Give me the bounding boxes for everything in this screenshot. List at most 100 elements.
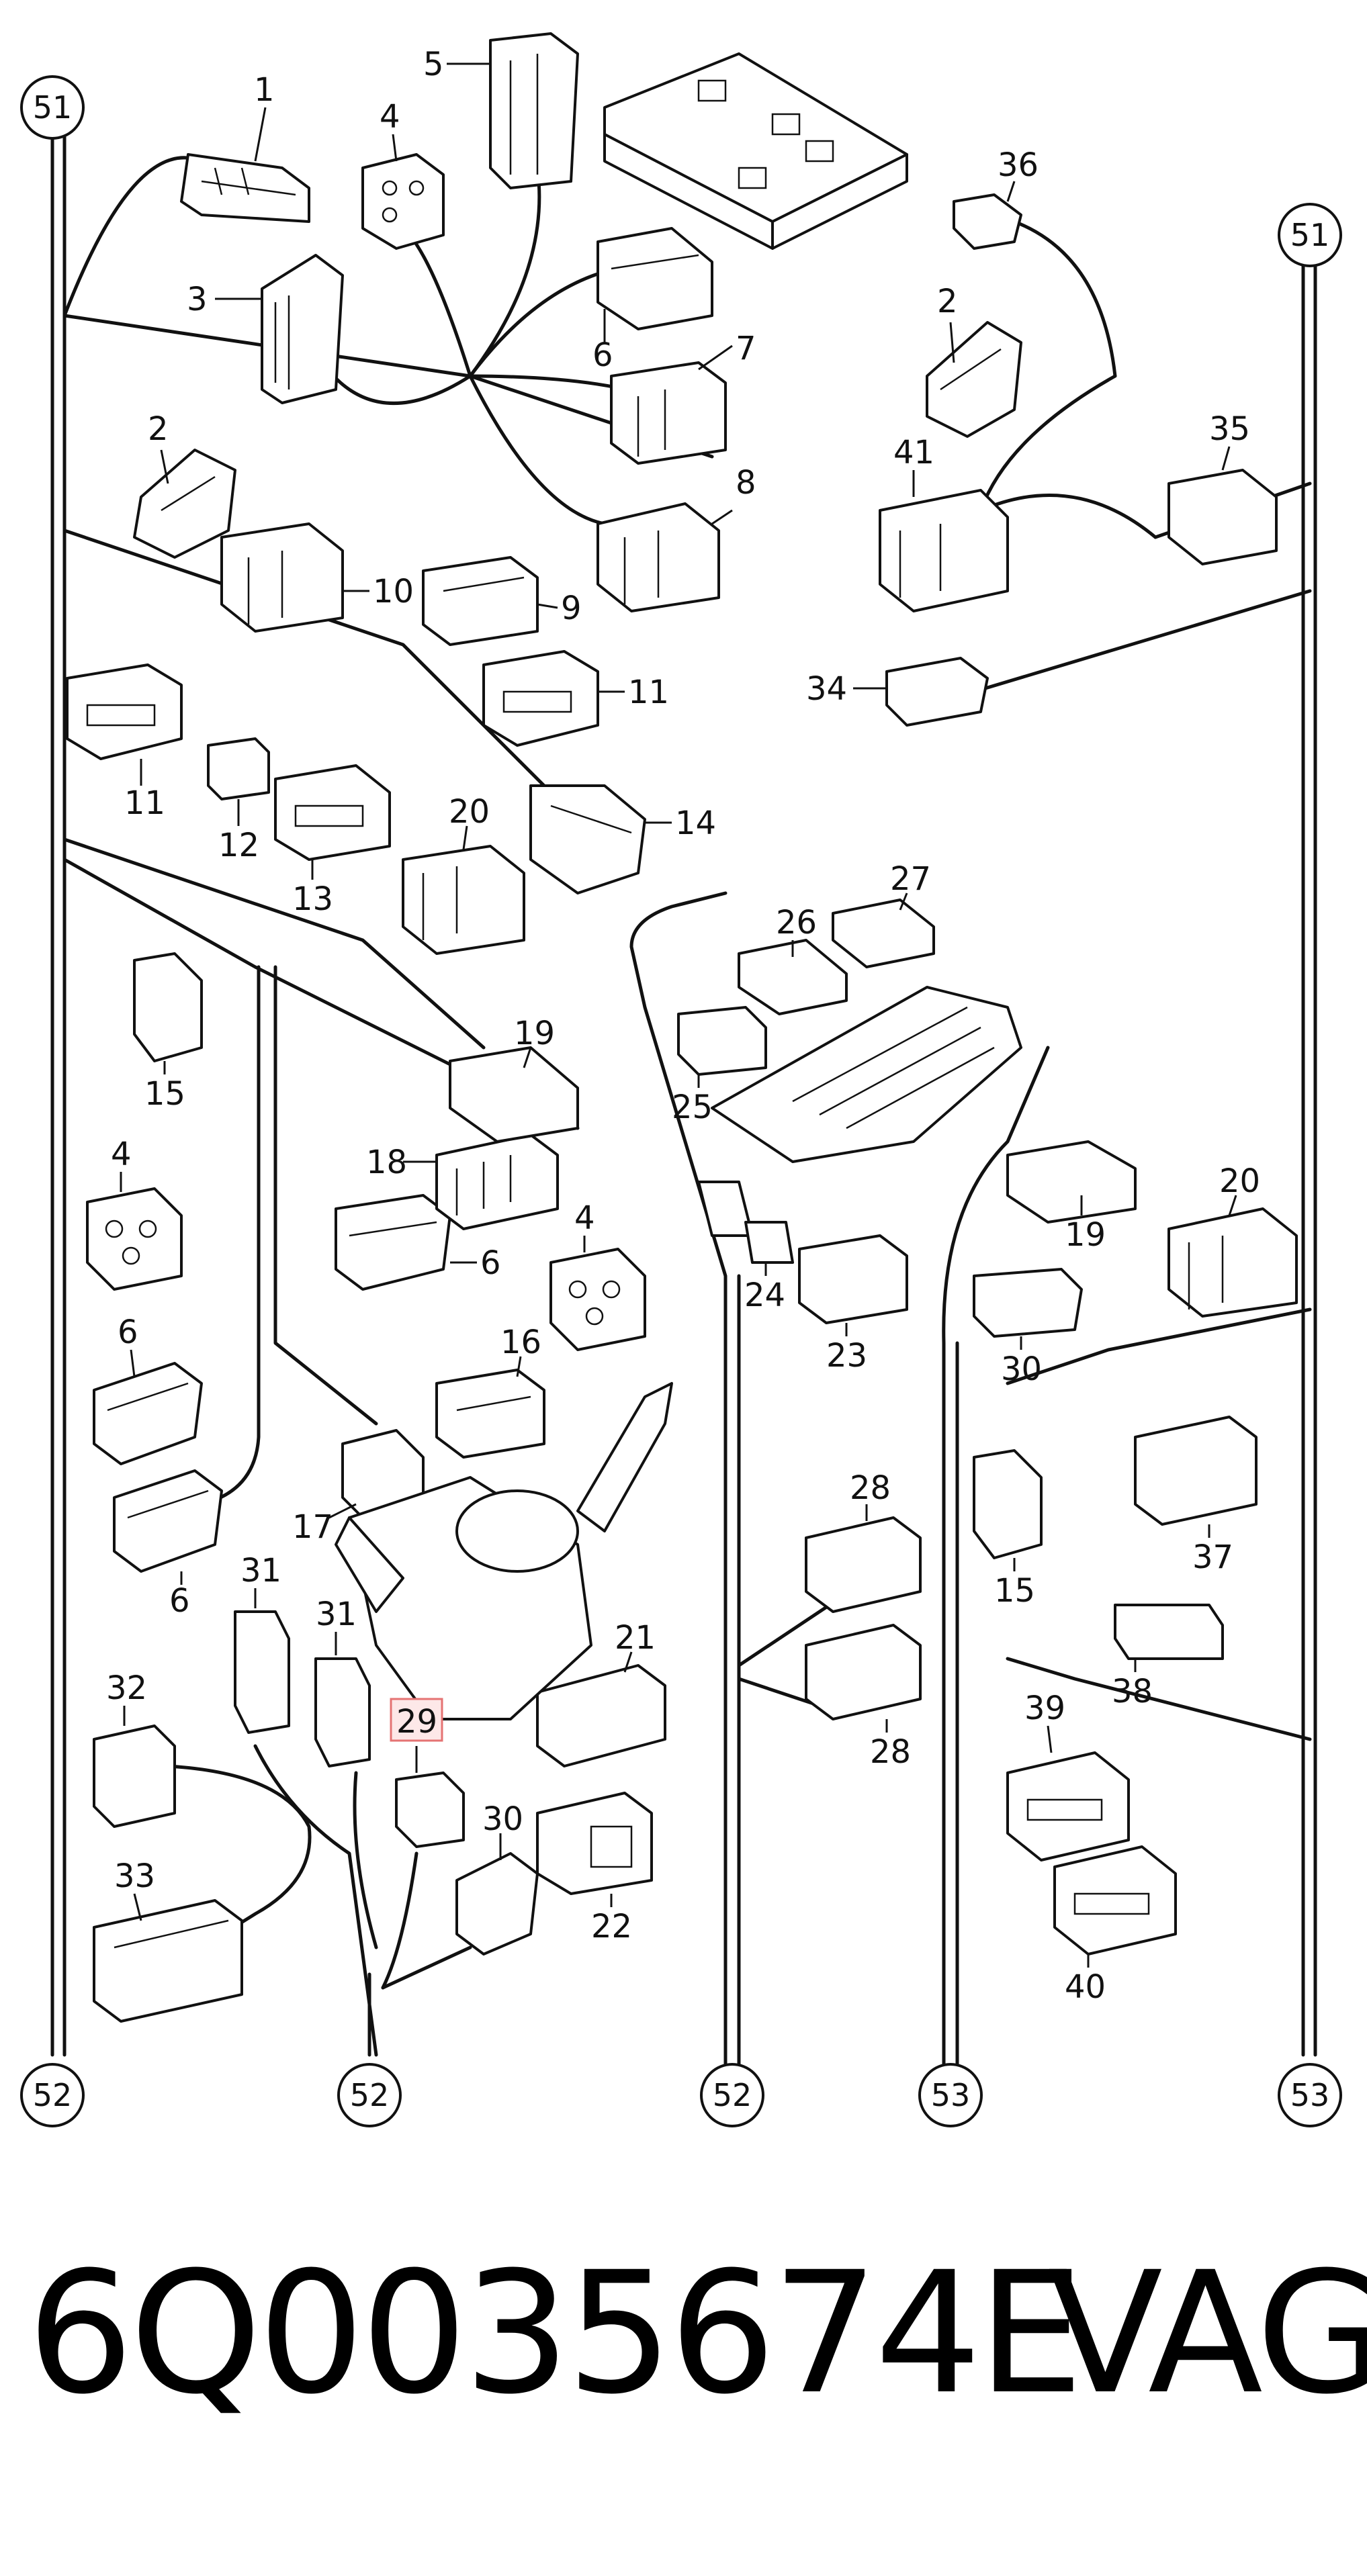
callout-29-highlight: 29 xyxy=(390,1698,443,1742)
callout-41: 41 xyxy=(893,434,934,471)
steering-column-switch xyxy=(335,1382,673,1720)
callout-23: 23 xyxy=(826,1337,867,1375)
connector-27 xyxy=(832,899,935,968)
callout-17: 17 xyxy=(292,1508,333,1546)
connector-10 xyxy=(220,522,344,633)
callout-20-right: 20 xyxy=(1219,1162,1260,1200)
connector-14 xyxy=(529,784,646,894)
callout-40: 40 xyxy=(1065,1968,1106,2006)
callout-2-left: 2 xyxy=(148,410,169,448)
callout-25: 25 xyxy=(672,1089,713,1126)
callout-1: 1 xyxy=(254,71,275,109)
connector-25 xyxy=(677,1006,767,1076)
connector-19-right xyxy=(1006,1140,1137,1224)
connector-9 xyxy=(422,556,539,646)
connector-4-left xyxy=(86,1187,183,1291)
callout-12: 12 xyxy=(218,827,259,864)
callout-9: 9 xyxy=(561,590,582,627)
connector-28-top xyxy=(805,1516,922,1613)
footer: 6Q0035674E VAG xyxy=(0,2250,1367,2518)
connector-2-left xyxy=(133,449,236,559)
callout-30-right: 30 xyxy=(1001,1350,1042,1388)
callout-29: 29 xyxy=(396,1703,437,1741)
connector-6-left-a xyxy=(93,1362,203,1465)
connector-11-right xyxy=(482,650,599,747)
connector-4-center xyxy=(549,1248,646,1351)
callout-20-left: 20 xyxy=(449,793,490,831)
connector-15-right xyxy=(973,1449,1043,1559)
connector-5 xyxy=(489,32,579,189)
callout-4-top: 4 xyxy=(380,98,400,136)
overhead-console xyxy=(711,986,1022,1163)
connector-33 xyxy=(93,1899,243,2023)
connector-18 xyxy=(435,1134,559,1230)
callout-18: 18 xyxy=(366,1144,407,1181)
ref-circle-53-b: 53 xyxy=(1278,2063,1342,2127)
callout-8: 8 xyxy=(736,464,756,502)
connector-23 xyxy=(798,1234,908,1324)
connector-28-bottom xyxy=(805,1624,922,1720)
callout-21: 21 xyxy=(615,1619,656,1657)
ref-circle-52-b: 52 xyxy=(337,2063,402,2127)
callout-22: 22 xyxy=(591,1908,632,1945)
callout-28-top: 28 xyxy=(850,1469,891,1507)
connector-6-top xyxy=(597,227,713,330)
callout-6-left-b: 6 xyxy=(169,1582,190,1620)
ref-circle-52-a: 52 xyxy=(20,2063,85,2127)
connector-12 xyxy=(207,737,270,800)
callout-11-right: 11 xyxy=(628,674,669,711)
svg-text:52: 52 xyxy=(350,2077,390,2113)
connector-35 xyxy=(1167,469,1278,565)
connector-34 xyxy=(885,657,989,727)
connector-30-right xyxy=(973,1268,1083,1338)
callout-4-center: 4 xyxy=(574,1199,595,1237)
ref-circle-51-top-left: 51 xyxy=(20,75,85,140)
connector-8 xyxy=(597,502,720,612)
callout-24: 24 xyxy=(744,1277,785,1314)
callout-7: 7 xyxy=(736,330,756,367)
connector-7 xyxy=(610,361,727,465)
connector-6-left-b xyxy=(113,1469,223,1573)
callout-6-mid: 6 xyxy=(480,1244,501,1282)
svg-text:52: 52 xyxy=(33,2077,73,2113)
connector-15-left xyxy=(133,952,203,1062)
callout-16: 16 xyxy=(500,1324,541,1361)
callout-6-left-a: 6 xyxy=(118,1314,138,1351)
callout-31-left: 31 xyxy=(240,1552,281,1590)
callout-2-right: 2 xyxy=(937,283,958,320)
callout-19-left: 19 xyxy=(514,1015,555,1052)
svg-text:51: 51 xyxy=(33,89,73,126)
callout-33: 33 xyxy=(114,1857,155,1895)
callout-14: 14 xyxy=(675,804,716,842)
ref-circle-52-c: 52 xyxy=(700,2063,764,2127)
connector-32 xyxy=(93,1724,176,1828)
connector-31-left xyxy=(234,1610,290,1734)
connector-36 xyxy=(953,193,1022,250)
callout-37: 37 xyxy=(1192,1538,1233,1576)
callout-28-bottom: 28 xyxy=(870,1733,911,1771)
callout-3: 3 xyxy=(187,281,208,318)
connector-13 xyxy=(274,764,391,861)
connector-22 xyxy=(536,1792,653,1895)
connector-16 xyxy=(435,1369,545,1459)
reference-circles: 51 51 52 52 52 53 53 xyxy=(20,75,1342,2127)
callout-15-right: 15 xyxy=(994,1572,1035,1610)
connector-40 xyxy=(1053,1845,1177,1956)
connector-26 xyxy=(738,939,848,1015)
connector-2-right xyxy=(926,321,1022,438)
connector-3 xyxy=(261,254,344,404)
svg-text:53: 53 xyxy=(931,2077,971,2113)
connector-41 xyxy=(879,489,1009,612)
callout-13: 13 xyxy=(292,880,333,918)
part-number: 6Q0035674E xyxy=(27,2236,1084,2431)
callout-38: 38 xyxy=(1112,1673,1153,1710)
callout-31-right: 31 xyxy=(316,1596,357,1633)
ref-circle-51-top-right: 51 xyxy=(1278,203,1342,267)
ref-circle-53-a: 53 xyxy=(918,2063,983,2127)
callout-4-left: 4 xyxy=(111,1136,132,1173)
callout-35: 35 xyxy=(1209,410,1250,448)
connector-29 xyxy=(395,1772,465,1848)
brand-name: VAG xyxy=(1048,2236,1367,2431)
callout-39: 39 xyxy=(1024,1690,1065,1727)
